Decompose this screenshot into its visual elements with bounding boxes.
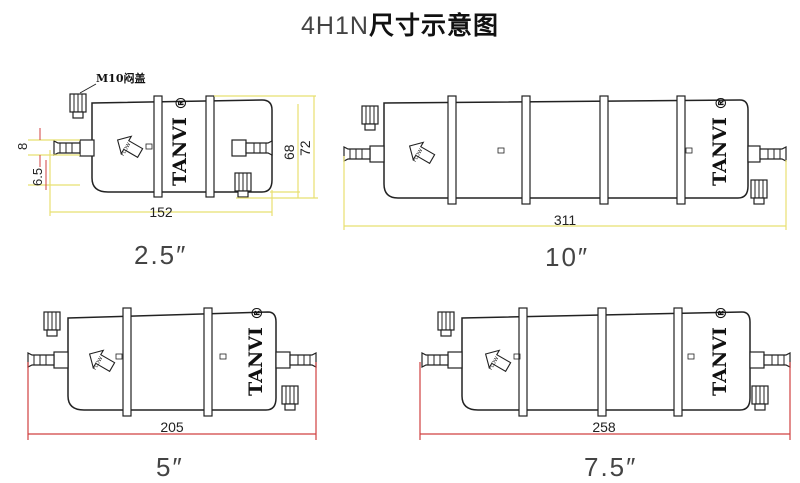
model-code: 4H1N bbox=[301, 12, 369, 40]
registered-mark: ® bbox=[714, 306, 730, 320]
dimensions-unit-2 bbox=[343, 156, 787, 230]
dim-68: 68 bbox=[281, 144, 297, 160]
dim-8: 8 bbox=[15, 143, 30, 150]
size-label-2-5: 2.5″ bbox=[134, 240, 188, 270]
dim-205: 205 bbox=[160, 419, 184, 435]
dimensions-unit-3 bbox=[27, 362, 317, 440]
filter-unit-10 bbox=[343, 95, 787, 205]
brand-text: TANVI bbox=[245, 327, 267, 396]
brand-text: TANVI bbox=[709, 117, 731, 186]
brand-unit-1: TANVI ® bbox=[169, 96, 191, 186]
size-label-10: 10″ bbox=[545, 242, 590, 272]
brand-text: TANVI bbox=[169, 117, 191, 186]
page-title: 4H1N尺寸示意图 bbox=[0, 6, 800, 42]
brand-unit-2: TANVI ® bbox=[709, 96, 731, 186]
dimensions-unit-1 bbox=[28, 95, 318, 216]
brand-unit-3: TANVI ® bbox=[245, 306, 267, 396]
filter-unit-2-5 bbox=[53, 93, 273, 198]
registered-mark: ® bbox=[250, 306, 266, 320]
size-label-5: 5″ bbox=[156, 452, 184, 482]
filter-unit-5 bbox=[27, 307, 317, 417]
dim-152: 152 bbox=[149, 204, 173, 220]
dim-6-5: 6.5 bbox=[30, 168, 45, 186]
dimensions-unit-4 bbox=[419, 362, 791, 440]
registered-mark: ® bbox=[714, 96, 730, 110]
filter-unit-7-5 bbox=[421, 307, 791, 417]
registered-mark: ® bbox=[174, 96, 190, 110]
title-suffix: 尺寸示意图 bbox=[368, 11, 499, 40]
dim-72: 72 bbox=[297, 140, 313, 156]
size-label-7-5: 7.5″ bbox=[584, 452, 638, 482]
brand-text: TANVI bbox=[709, 327, 731, 396]
cap-callout: M10闷盖 bbox=[96, 71, 145, 85]
dim-311: 311 bbox=[554, 212, 577, 228]
dim-258: 258 bbox=[592, 419, 616, 435]
brand-unit-4: TANVI ® bbox=[709, 306, 731, 396]
